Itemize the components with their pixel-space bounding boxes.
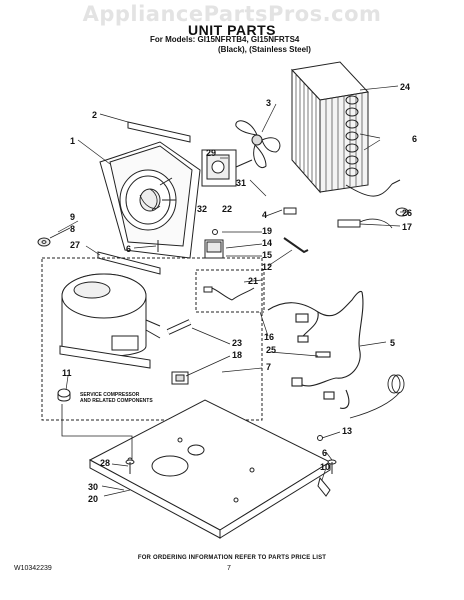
watermark: AppliancePartsPros.com [82,2,382,26]
page-number: 7 [227,565,231,572]
screw-6 [327,459,337,474]
page-title: UNIT PARTS [188,22,276,38]
compressor-note-line-1: SERVICE COMPRESSOR [80,392,140,398]
callout-24: 24 [400,82,410,92]
wiring-harness [267,290,364,409]
callout-6-base: 6 [322,448,327,458]
callout-16: 16 [264,332,274,342]
relay [204,229,224,259]
callout-11: 11 [62,368,72,378]
fan-motor [201,149,253,187]
power-cord [349,374,405,419]
wire-harness-17 [345,179,401,197]
callout-32: 32 [197,204,207,214]
callout-15: 15 [262,250,272,260]
base-pan [88,399,332,539]
fan-blade [235,120,281,168]
start-device [171,371,189,385]
heater-17 [337,219,361,228]
callout-18: 18 [232,350,242,360]
callout-29: 29 [206,148,216,158]
callout-1: 1 [70,136,75,146]
models-line-2: (Black), (Stainless Steel) [218,45,311,54]
callout-6-shroud: 6 [126,244,131,254]
callout-5: 5 [390,338,395,348]
callout-20: 20 [88,494,98,504]
callout-8: 8 [70,224,75,234]
screw-28 [125,459,135,474]
filter-drier [166,319,192,335]
compressor [59,273,161,369]
callout-22: 22 [222,204,232,214]
callout-12: 12 [262,262,272,272]
callout-17: 17 [402,222,412,232]
cap-tube-connector [283,207,297,215]
callout-13: 13 [342,426,352,436]
callout-10: 10 [320,462,330,472]
callout-30: 30 [88,482,98,492]
callout-27: 27 [70,240,80,250]
document-number: W10342239 [14,565,52,572]
clip-10 [317,476,331,497]
callout-7: 7 [266,362,271,372]
callout-19: 19 [262,226,272,236]
callout-31: 31 [236,178,246,188]
callout-6-condenser: 6 [412,134,417,144]
callout-4: 4 [262,210,267,220]
model-info: For Models: GI15NFRTB4, GI15NFRTS4 (Blac… [150,35,311,55]
footer-note: FOR ORDERING INFORMATION REFER TO PARTS … [137,555,327,561]
clip-12 [283,237,309,254]
callout-26: 26 [402,208,412,218]
compressor-note-line-2: AND RELATED COMPONENTS [80,398,153,404]
callout-2: 2 [92,110,97,120]
screw-13 [317,435,323,441]
callout-9: 9 [70,212,75,222]
models-line-1: For Models: GI15NFRTB4, GI15NFRTS4 [150,35,300,44]
callout-28: 28 [100,458,110,468]
callout-23: 23 [232,338,242,348]
compressor-grommet [57,388,71,402]
callout-3: 3 [266,98,271,108]
callout-21: 21 [248,276,258,286]
fan-shroud [99,141,201,259]
shroud-bracket [127,121,191,143]
compressor-box [41,257,263,421]
callout-25: 25 [266,345,276,355]
callout-14: 14 [262,238,272,248]
condenser [290,61,370,194]
bottom-strip [97,251,161,275]
